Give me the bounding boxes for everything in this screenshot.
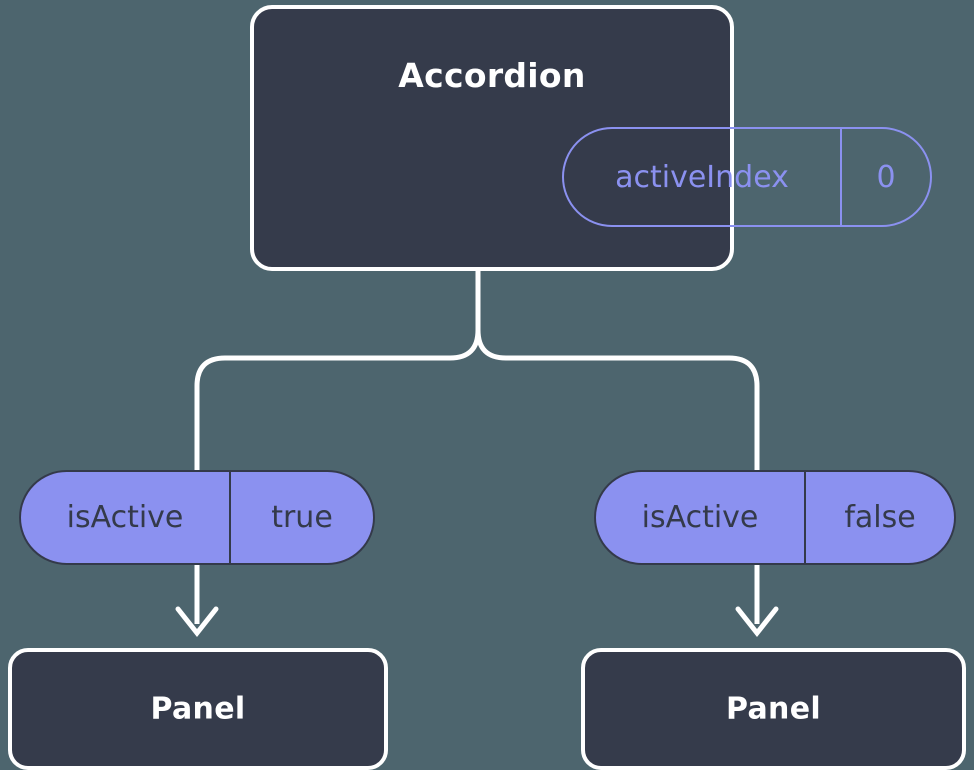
panel-card-left[interactable]: Panel bbox=[8, 648, 388, 770]
accordion-title: Accordion bbox=[398, 56, 586, 95]
state-pill-active-index-value: 0 bbox=[876, 159, 896, 195]
panel-card-right-title: Panel bbox=[726, 691, 821, 727]
prop-pill-is-active-true-value: true bbox=[271, 500, 333, 535]
prop-pill-is-active-true[interactable]: isActive true bbox=[19, 470, 375, 565]
prop-pill-is-active-false[interactable]: isActive false bbox=[594, 470, 956, 565]
state-pill-active-index-key: activeIndex bbox=[564, 129, 842, 225]
state-pill-active-index[interactable]: activeIndex 0 bbox=[562, 127, 932, 227]
trunk-split-path bbox=[194, 266, 481, 473]
panel-card-left-title: Panel bbox=[150, 691, 246, 727]
trunk-split-path-right bbox=[475, 327, 760, 473]
prop-pill-is-active-false-key: isActive bbox=[596, 472, 806, 563]
prop-pill-is-active-true-key: isActive bbox=[21, 472, 231, 563]
right-arrow-head bbox=[735, 606, 779, 638]
left-arrow-head bbox=[175, 606, 219, 638]
prop-pill-is-active-false-value: false bbox=[844, 500, 916, 535]
accordion-component-card[interactable]: Accordion activeIndex 0 bbox=[250, 5, 932, 271]
panel-card-right[interactable]: Panel bbox=[581, 648, 966, 770]
